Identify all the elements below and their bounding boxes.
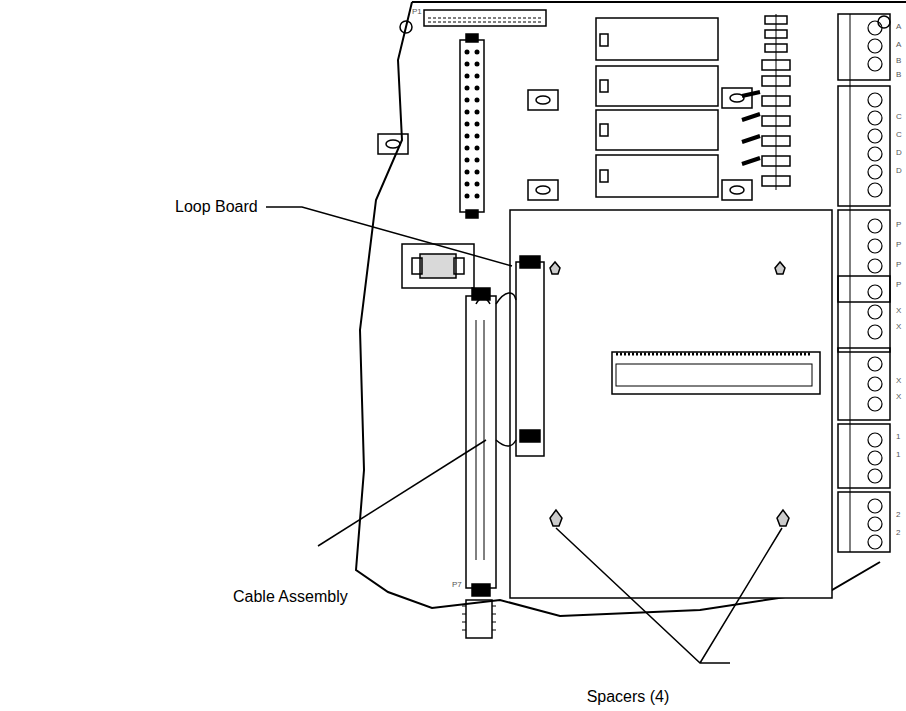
terminal-label: P <box>896 280 901 289</box>
terminal-label: X <box>896 322 901 331</box>
terminal-label: P <box>896 240 901 249</box>
part-label: Cable Assembly <box>233 588 348 606</box>
terminal-label: D <box>896 148 902 157</box>
terminal-label: 1 <box>896 432 900 441</box>
terminal-label: X <box>896 376 901 385</box>
terminal-label: B <box>896 56 901 65</box>
connector-label: P7 <box>452 580 462 589</box>
terminal-label: X <box>896 306 901 315</box>
terminal-label: A <box>896 22 901 31</box>
terminal-label: C <box>896 112 902 121</box>
terminal-label: P <box>896 260 901 269</box>
terminal-label: P <box>896 220 901 229</box>
part-label: Spacers (4) <box>587 688 670 706</box>
terminal-label: 2 <box>896 528 900 537</box>
terminal-label: 2 <box>896 510 900 519</box>
connector-label: P1 <box>412 7 422 16</box>
terminal-label: 1 <box>896 450 900 459</box>
terminal-label: A <box>896 40 901 49</box>
terminal-label: C <box>896 130 902 139</box>
terminal-label: D <box>896 166 902 175</box>
terminal-label: B <box>896 70 901 79</box>
part-label: Loop Board <box>175 198 258 216</box>
terminal-label: X <box>896 392 901 401</box>
